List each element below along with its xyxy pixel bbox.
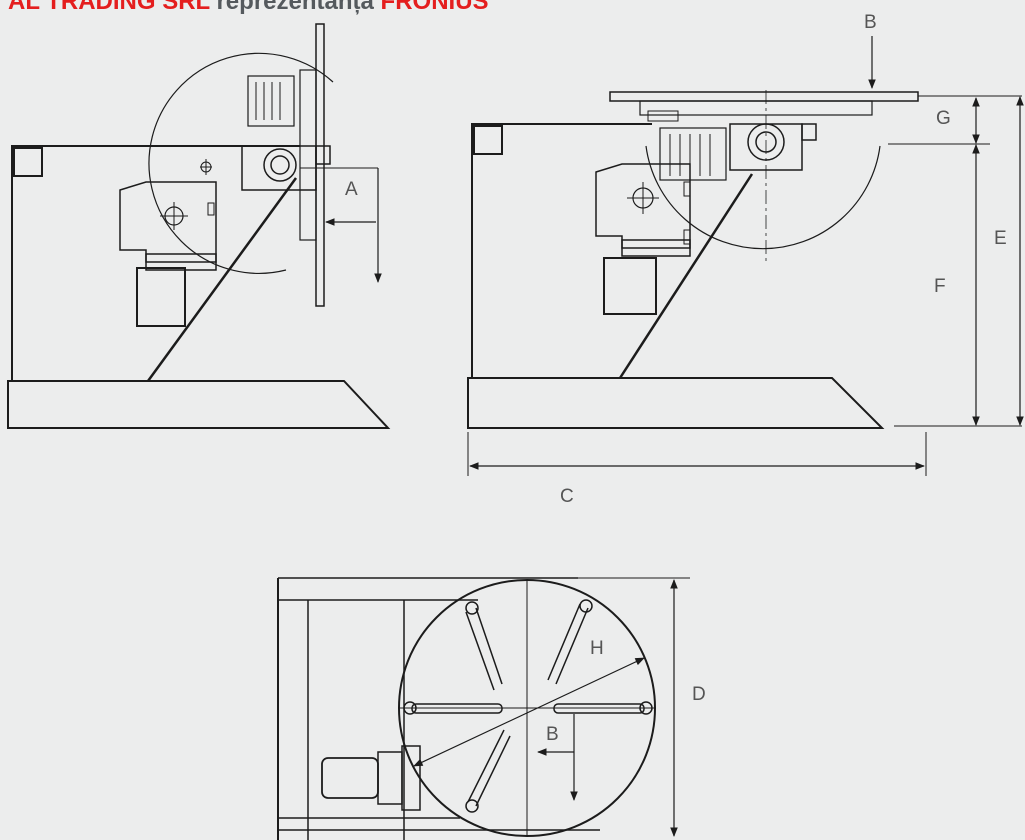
brand-name: FRONIUS — [380, 0, 489, 15]
top-view — [277, 577, 656, 840]
label-g: G — [936, 108, 951, 129]
label-h: H — [590, 638, 604, 659]
dimension-a: A — [300, 167, 382, 283]
label-f: F — [934, 276, 946, 297]
dimensions-right-view: B G F E C — [467, 12, 1024, 507]
label-d: D — [692, 684, 706, 705]
header-middle-text: reprezentanța — [216, 0, 374, 15]
label-b-bottom: B — [546, 724, 559, 745]
dimensions-top-view: D H B — [537, 577, 706, 837]
label-b-top: B — [864, 12, 877, 33]
label-e: E — [994, 228, 1007, 249]
side-view-tilted — [7, 23, 391, 429]
side-view-horizontal — [467, 90, 919, 429]
label-a: A — [345, 179, 358, 200]
page-header: AL TRADING SRL reprezentanța FRONIUS — [8, 0, 489, 18]
label-c: C — [560, 486, 574, 507]
company-name: AL TRADING SRL — [8, 0, 210, 15]
